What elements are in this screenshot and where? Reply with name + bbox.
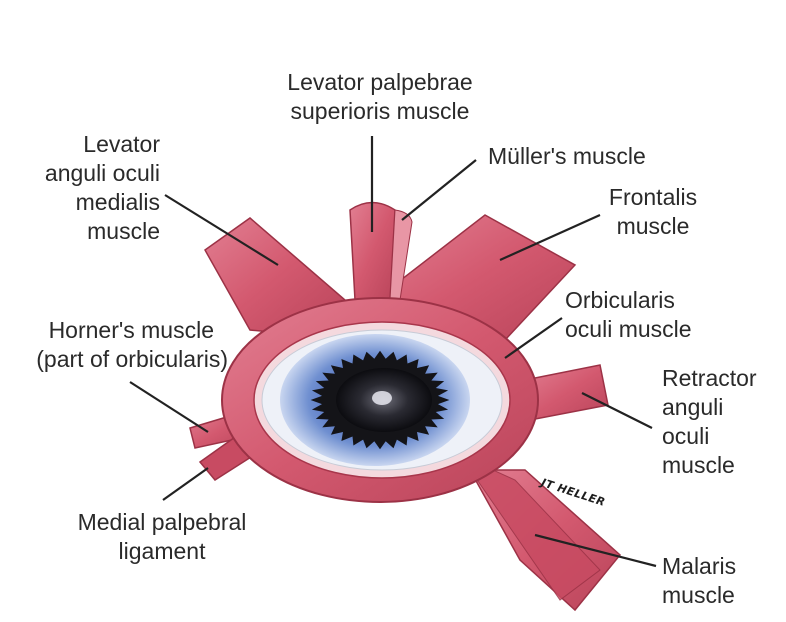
leader-line-horner — [129, 381, 209, 433]
leader-line-muller — [401, 159, 477, 221]
leader-line-medial-ligament — [162, 467, 209, 501]
label-muller: Müller's muscle — [488, 143, 646, 169]
leader-line-retractor — [581, 392, 653, 429]
label-malaris: Malaris muscle — [662, 553, 737, 608]
leader-lines — [129, 136, 657, 568]
muller-muscle — [389, 209, 413, 301]
leader-line-frontalis — [499, 213, 601, 262]
label-levator-anguli: Levator anguli oculi medialis muscle — [44, 131, 160, 244]
label-orbicularis: Orbicularis oculi muscle — [565, 287, 692, 342]
leader-line-levator-anguli — [164, 194, 279, 266]
leader-line-orbicularis — [504, 317, 563, 359]
label-frontalis: Frontalis muscle — [608, 184, 698, 239]
label-levator-palpebrae: Levator palpebrae superioris muscle — [287, 69, 473, 124]
pupil-highlight — [372, 391, 392, 405]
label-retractor: Retractor anguli oculi muscle — [662, 365, 757, 478]
label-horner: Horner's muscle (part of orbicularis) — [36, 317, 228, 372]
leader-line-malaris — [534, 533, 657, 568]
label-medial-palpebral-ligament: Medial palpebral ligament — [77, 509, 247, 564]
malaris-muscle-strand — [458, 453, 601, 601]
